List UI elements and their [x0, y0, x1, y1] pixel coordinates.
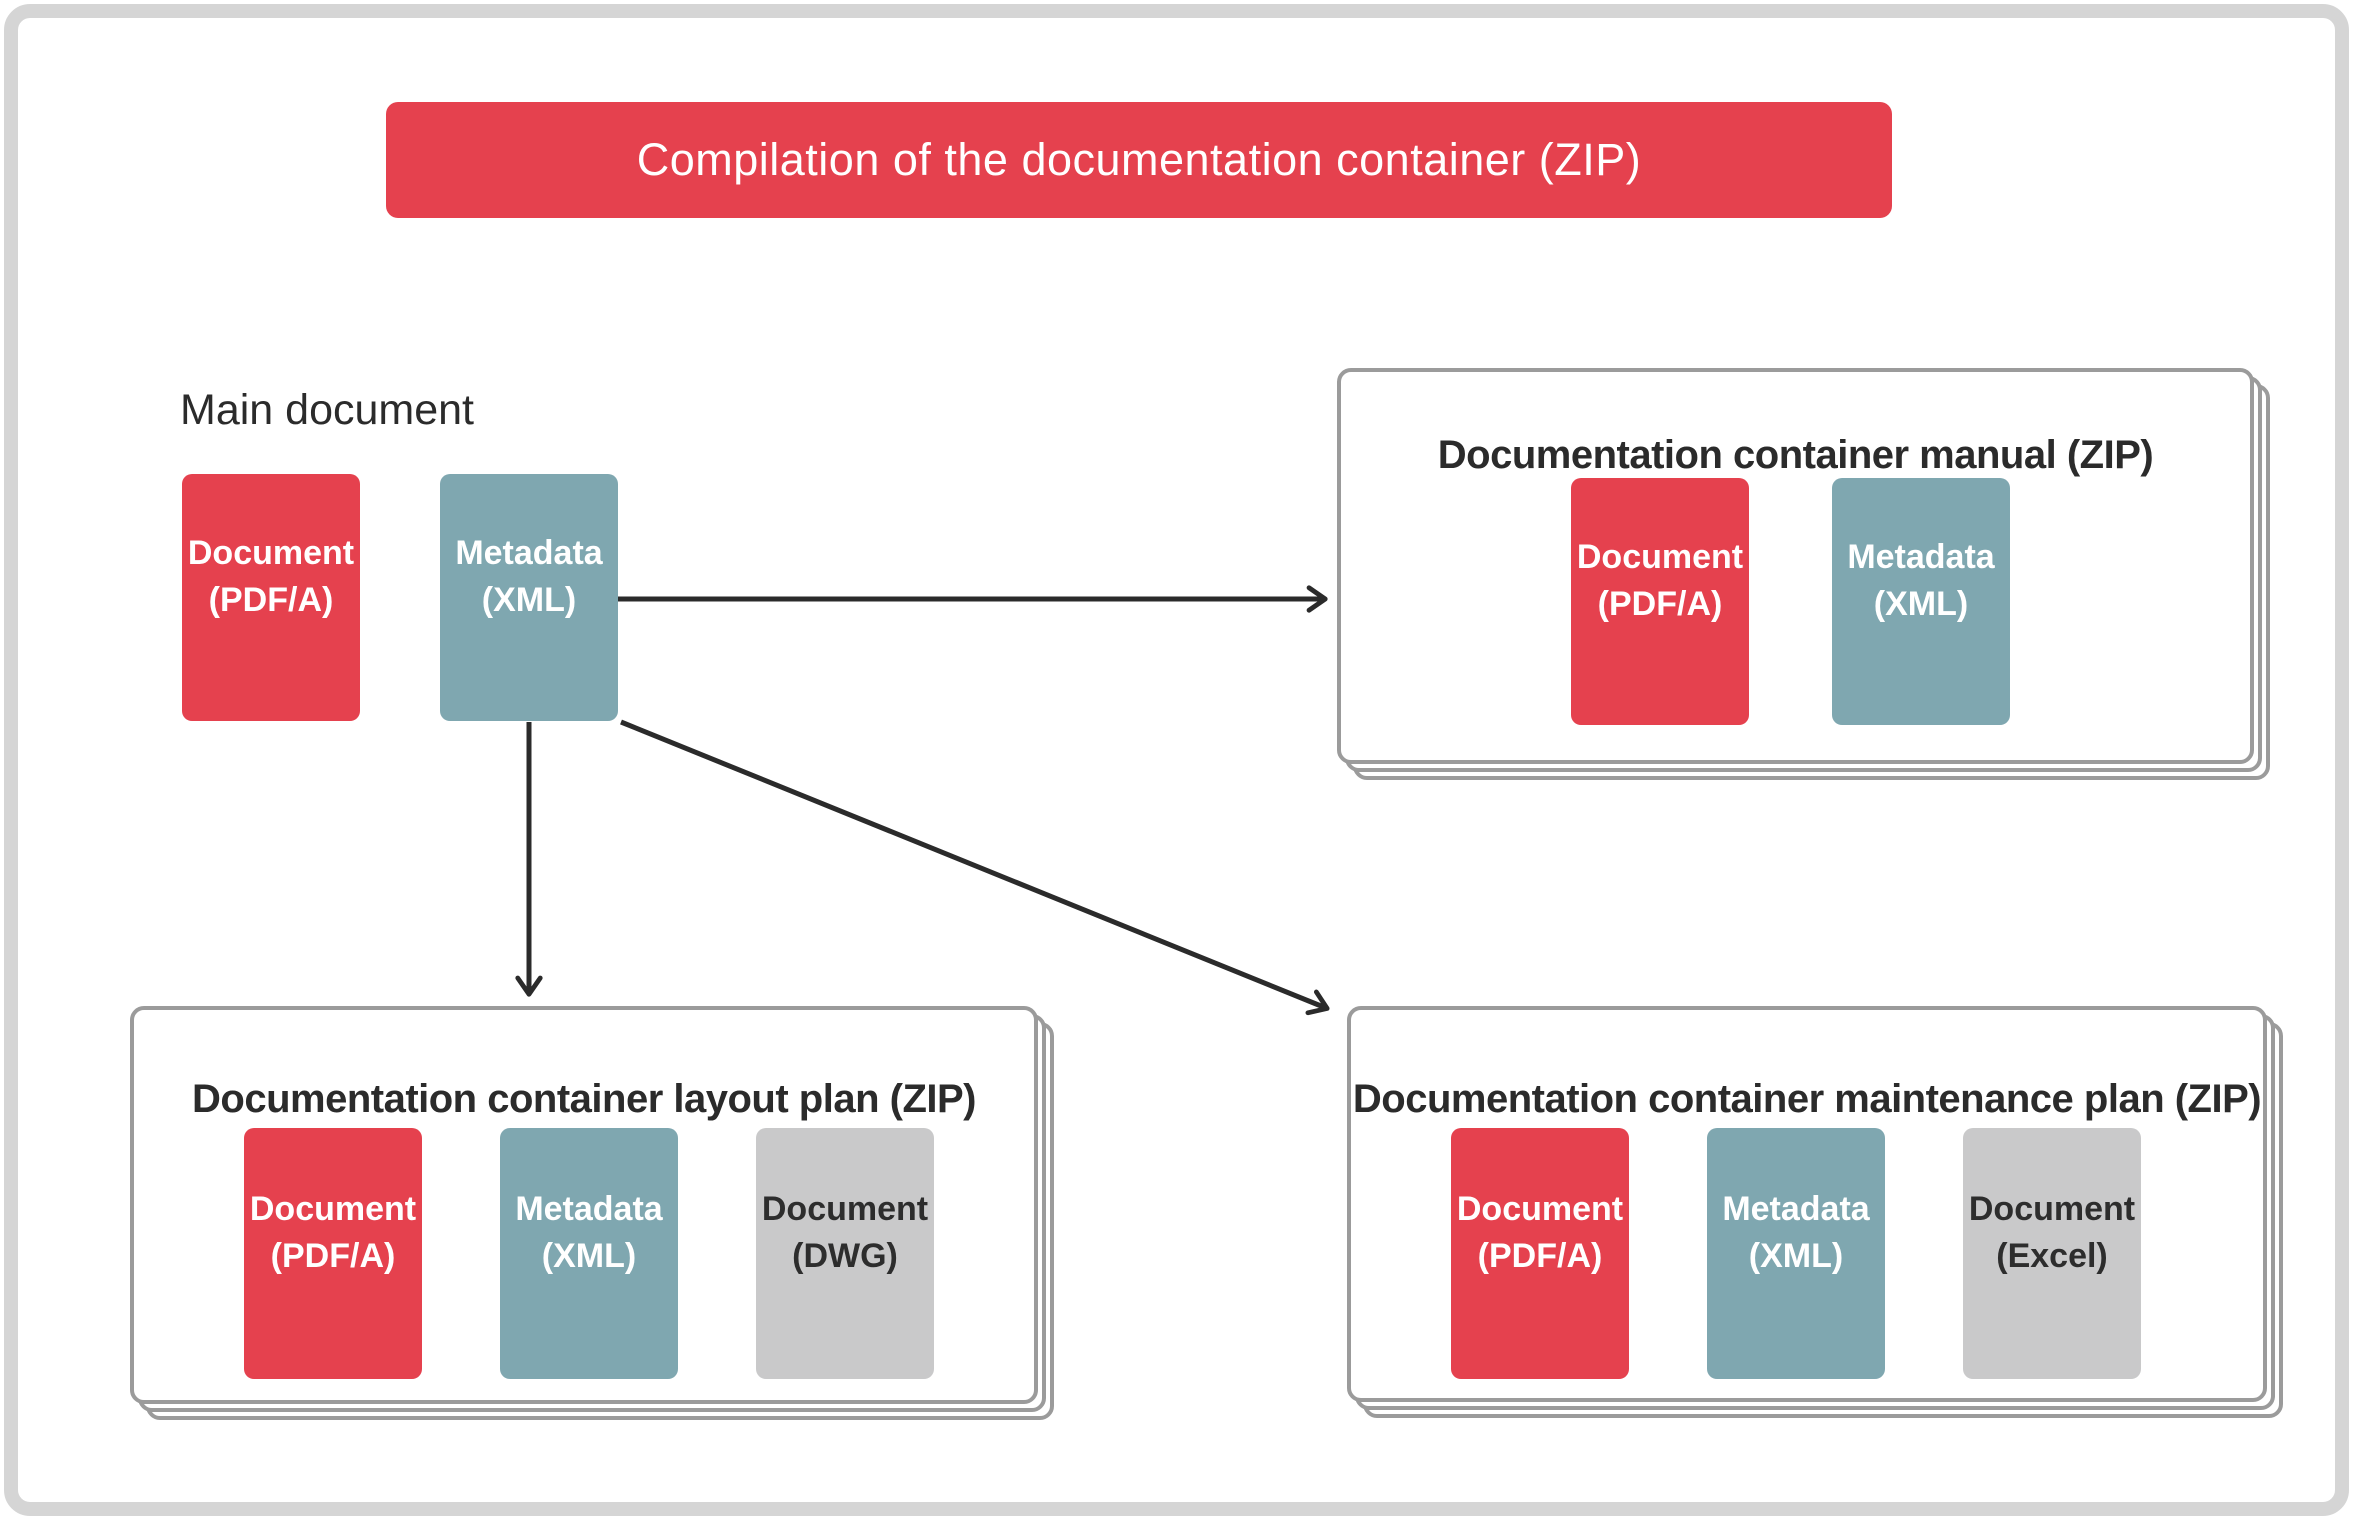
container-title: Documentation container maintenance plan… — [1352, 1077, 2262, 1122]
filebox-label-line2: (PDF/A) — [208, 580, 334, 619]
document-pdfa-box: Document (PDF/A) — [1571, 478, 1749, 725]
container-title: Documentation container manual (ZIP) — [1437, 433, 2154, 478]
metadata-xml-box: Metadata (XML) — [1832, 478, 2010, 725]
main-document-pdfa-box: Document (PDF/A) — [182, 474, 360, 721]
filebox-label-line1: Metadata — [1722, 1189, 1870, 1228]
main-document-heading: Main document — [180, 386, 474, 434]
filebox-label-line2: (Excel) — [1996, 1236, 2108, 1275]
document-dwg-box: Document (DWG) — [756, 1128, 934, 1379]
filebox-label-line1: Document — [1576, 537, 1744, 576]
main-metadata-xml-box: Metadata (XML) — [440, 474, 618, 721]
filebox-label-line2: (XML) — [1873, 584, 1969, 623]
container-manual: Documentation container manual (ZIP) Doc… — [1337, 368, 2270, 780]
container-sheet: Documentation container maintenance plan… — [1347, 1006, 2267, 1402]
title-banner-label: Compilation of the documentation contain… — [636, 134, 1642, 185]
filebox-label-line2: (PDF/A) — [1477, 1236, 1603, 1275]
filebox-label-line1: Document — [187, 533, 355, 572]
filebox-label-line2: (PDF/A) — [270, 1236, 396, 1275]
document-excel-box: Document (Excel) — [1963, 1128, 2141, 1379]
filebox-label-line2: (XML) — [481, 580, 577, 619]
filebox-label-line2: (PDF/A) — [1597, 584, 1723, 623]
filebox-label-line1: Document — [1456, 1189, 1624, 1228]
filebox-label-line1: Document — [761, 1189, 929, 1228]
container-sheet: Documentation container layout plan (ZIP… — [130, 1006, 1038, 1404]
metadata-xml-box: Metadata (XML) — [500, 1128, 678, 1379]
container-sheet: Documentation container manual (ZIP) Doc… — [1337, 368, 2254, 764]
filebox-label-line2: (XML) — [541, 1236, 637, 1275]
container-maintenance-plan: Documentation container maintenance plan… — [1347, 1006, 2283, 1418]
title-banner: Compilation of the documentation contain… — [386, 102, 1892, 218]
container-title: Documentation container layout plan (ZIP… — [192, 1077, 977, 1122]
filebox-label-line1: Metadata — [1847, 537, 1995, 576]
document-pdfa-box: Document (PDF/A) — [244, 1128, 422, 1379]
filebox-label-line1: Metadata — [455, 533, 603, 572]
filebox-label-line1: Metadata — [515, 1189, 663, 1228]
filebox-label-line1: Document — [1968, 1189, 2136, 1228]
container-layout-plan: Documentation container layout plan (ZIP… — [130, 1006, 1054, 1420]
filebox-label-line2: (DWG) — [792, 1236, 898, 1275]
arrow-metadata-to-maintenance-plan-container — [620, 719, 1330, 1016]
metadata-xml-box: Metadata (XML) — [1707, 1128, 1885, 1379]
filebox-label-line2: (XML) — [1748, 1236, 1844, 1275]
document-pdfa-box: Document (PDF/A) — [1451, 1128, 1629, 1379]
filebox-label-line1: Document — [249, 1189, 417, 1228]
